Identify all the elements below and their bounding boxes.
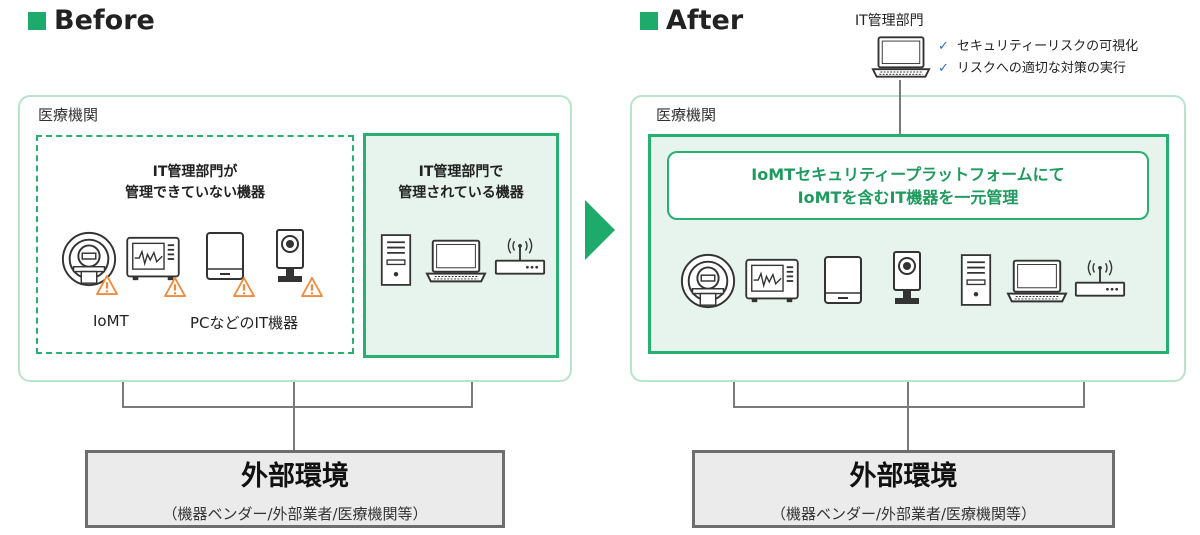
router-icon <box>1074 258 1126 300</box>
connector-line <box>907 348 909 450</box>
after-heading: After <box>640 5 743 36</box>
warning-icon <box>233 277 255 297</box>
external-subtitle: （機器ベンダー/外部業者/医療機関等） <box>770 505 1037 523</box>
heading-marker <box>640 11 658 30</box>
tablet-icon <box>823 254 863 306</box>
arrow-right-icon <box>585 200 615 260</box>
laptop-icon <box>1006 258 1068 304</box>
unmanaged-devices-title: IT管理部門が 管理できていない機器 <box>36 162 354 204</box>
checkmark-icon: ✓ <box>938 61 949 76</box>
monitor-icon <box>744 258 800 304</box>
iomt-security-platform-box: IoMTセキュリティープラットフォームにて IoMTを含むIT機器を一元管理 <box>667 151 1149 220</box>
monitor-icon <box>125 236 181 282</box>
before-heading-text: Before <box>54 5 155 36</box>
after-heading-text: After <box>666 5 744 36</box>
unmanaged-title-line1: IT管理部門が <box>152 164 238 180</box>
mri-icon <box>679 252 737 310</box>
server-icon <box>960 252 992 308</box>
it-dept-label: IT管理部門 <box>855 13 924 29</box>
server-icon <box>380 232 412 288</box>
checkmark-icon: ✓ <box>938 39 949 54</box>
external-title: 外部環境 <box>849 461 958 492</box>
external-title: 外部環境 <box>241 461 349 492</box>
connector-line <box>733 406 1085 408</box>
external-subtitle: （機器ベンダー/外部業者/医療機関等） <box>162 505 428 523</box>
warning-icon <box>96 275 118 295</box>
before-panel-label: 医療機関 <box>38 106 99 124</box>
iomt-label: IoMT <box>93 312 129 330</box>
connector-line <box>122 406 473 408</box>
managed-title-line1: IT管理部門で <box>418 164 504 180</box>
after-panel-label: 医療機関 <box>656 106 717 124</box>
heading-marker <box>28 11 46 30</box>
before-heading: Before <box>28 5 155 36</box>
tablet-icon <box>205 230 245 282</box>
benefit-item: ✓ セキュリティーリスクの可視化 <box>938 36 1138 58</box>
pc-devices-label: PCなどのIT機器 <box>190 314 299 332</box>
router-icon <box>494 236 546 278</box>
laptop-icon <box>871 34 931 80</box>
managed-devices-title: IT管理部門で 管理されている機器 <box>363 162 559 204</box>
connector-line <box>899 94 901 136</box>
benefit-text: リスクへの適切な対策の実行 <box>956 61 1126 76</box>
benefit-text: セキュリティーリスクの可視化 <box>956 39 1139 54</box>
platform-line2: IoMTを含むIT機器を一元管理 <box>797 187 1019 207</box>
after-external-environment-box: 外部環境 （機器ベンダー/外部業者/医療機関等） <box>692 450 1115 528</box>
before-external-environment-box: 外部環境 （機器ベンダー/外部業者/医療機関等） <box>85 450 505 528</box>
camera-icon <box>892 250 922 310</box>
laptop-icon <box>425 238 487 284</box>
warning-icon <box>301 277 323 297</box>
connector-line <box>293 348 295 450</box>
platform-line1: IoMTセキュリティープラットフォームにて <box>751 164 1065 184</box>
benefits-list: ✓ セキュリティーリスクの可視化 ✓ リスクへの適切な対策の実行 <box>938 36 1138 80</box>
warning-icon <box>164 277 186 297</box>
unmanaged-title-line2: 管理できていない機器 <box>125 185 265 201</box>
benefit-item: ✓ リスクへの適切な対策の実行 <box>938 58 1138 80</box>
managed-title-line2: 管理されている機器 <box>398 185 524 201</box>
